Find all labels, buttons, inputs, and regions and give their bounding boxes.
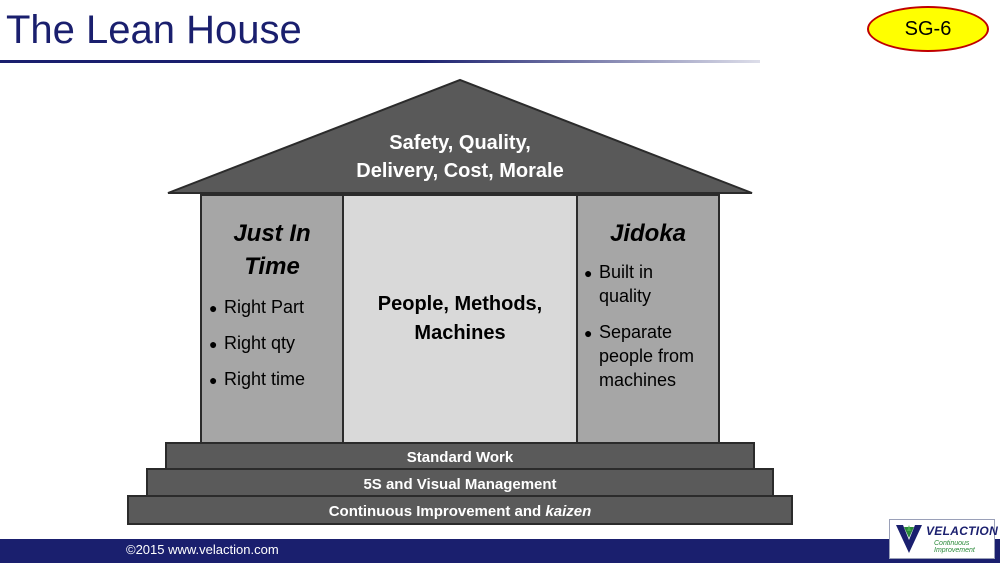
center-panel [342,194,578,444]
foundation-step-5s [146,468,774,497]
left-pillar-bullet-2: Right qty [224,333,295,353]
right-pillar-bullet-1-line2: quality [599,286,651,306]
center-text-line2: Machines [414,322,505,344]
title-underline [0,60,760,63]
left-pillar-bullet-1: Right Part [224,297,304,317]
bullet-icon: ● [209,300,217,316]
left-pillar [200,194,344,444]
foundation-step-3-prefix: Continuous Improvement and [329,503,546,520]
right-pillar-bullet-2-line2: people from [599,346,694,366]
right-pillar-bullet-2-line1: Separate [599,322,672,342]
footer-bar [0,539,1000,563]
slide-id-badge: SG-6 [867,6,989,52]
footer-copyright: ©2015 www.velaction.com [126,542,279,557]
foundation-step-continuous-improvement [127,495,793,525]
bullet-icon: ● [209,336,217,352]
slide-title: The Lean House [6,8,302,52]
left-pillar-bullet-3: Right time [224,369,305,389]
foundation-step-3-label: Continuous Improvement and kaizen [329,503,592,520]
foundation-step-3-emphasis: kaizen [545,503,591,520]
foundation-step-1-label: Standard Work [407,449,514,466]
bullet-icon: ● [584,265,592,281]
right-pillar-title: Jidoka [610,220,686,247]
bullet-icon: ● [584,325,592,341]
roof-text-line2: Delivery, Cost, Morale [356,160,563,182]
left-pillar-title-line2: Time [244,253,300,280]
roof-text-line1: Safety, Quality, [389,132,531,154]
logo-name: VELACTION [926,524,999,538]
right-pillar-bullet-1-line1: Built in [599,262,653,282]
logo-tagline: Continuous Improvement [934,540,975,554]
center-text-line1: People, Methods, [378,293,542,315]
logo-v-icon [896,525,922,553]
foundation-step-2-label: 5S and Visual Management [363,476,556,493]
roof [167,78,753,194]
right-pillar [576,194,720,444]
left-pillar-title-line1: Just In [233,220,310,247]
right-pillar-bullet-2-line3: machines [599,370,676,390]
velaction-logo: VELACTION Continuous Improvement [889,519,999,559]
bullet-icon: ● [209,372,217,388]
